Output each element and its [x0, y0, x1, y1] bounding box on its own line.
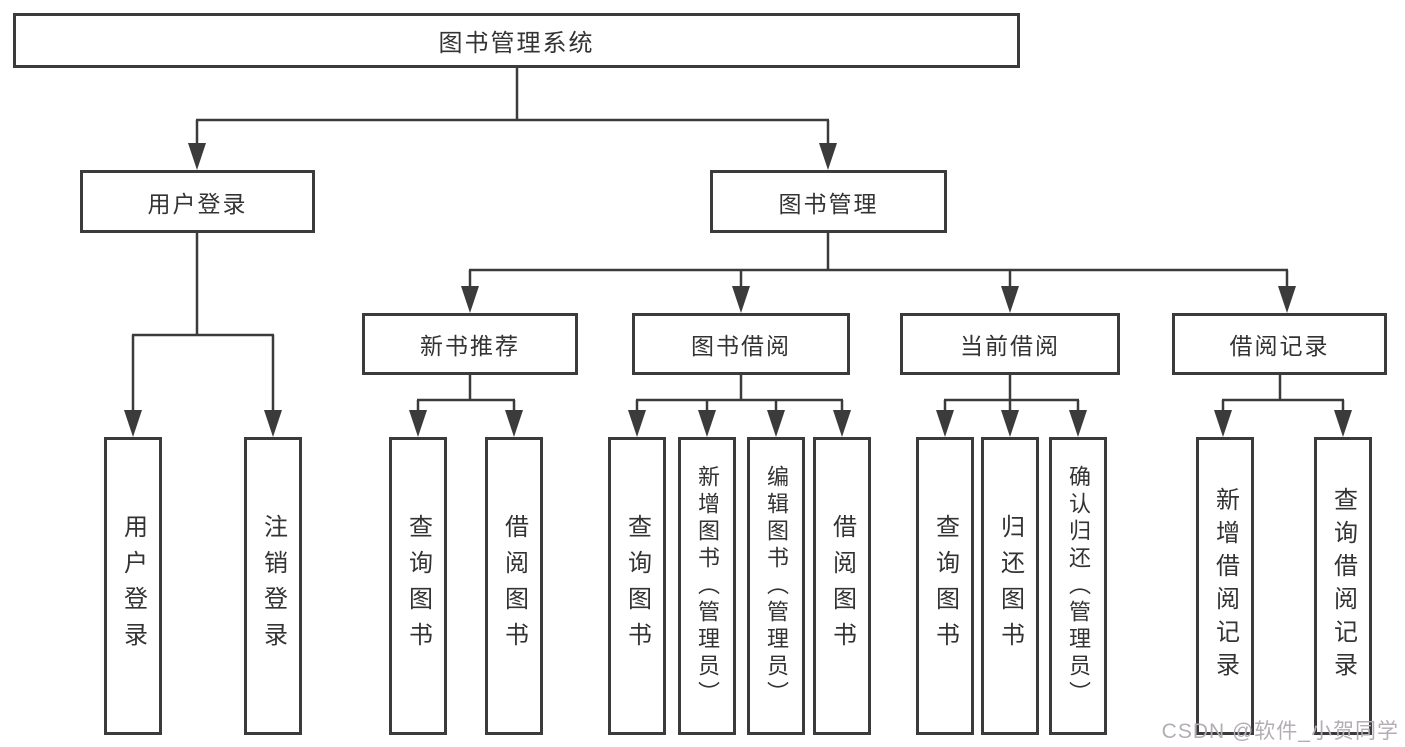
- leaf-return-books: 归还图书: [981, 437, 1039, 735]
- node-current-borrowing: 当前借阅: [900, 313, 1120, 375]
- leaf-add-book-admin: 新增图书（管理员）: [678, 437, 736, 735]
- node-user-login: 用户登录: [80, 170, 315, 233]
- leaf-confirm-return-admin: 确认归还（管理员）: [1049, 437, 1107, 735]
- leaf-user-login: 用户登录: [104, 437, 162, 735]
- node-borrowing-records: 借阅记录: [1172, 313, 1387, 375]
- leaf-query-books-recommend: 查询图书: [389, 437, 447, 735]
- leaf-borrow-books-recommend: 借阅图书: [485, 437, 543, 735]
- leaf-query-books-current: 查询图书: [916, 437, 974, 735]
- leaf-edit-book-admin: 编辑图书（管理员）: [747, 437, 805, 735]
- node-library-management-system: 图书管理系统: [13, 13, 1020, 68]
- leaf-borrow-books: 借阅图书: [813, 437, 871, 735]
- leaf-query-borrow-record: 查询借阅记录: [1314, 437, 1372, 735]
- leaf-query-books-borrowing: 查询图书: [608, 437, 666, 735]
- leaf-logout: 注销登录: [244, 437, 302, 735]
- node-new-book-recommendation: 新书推荐: [362, 313, 578, 375]
- node-book-management: 图书管理: [710, 170, 947, 233]
- node-book-borrowing: 图书借阅: [632, 313, 850, 375]
- leaf-add-borrow-record: 新增借阅记录: [1196, 437, 1254, 735]
- watermark: CSDN @软件_小贺同学: [1161, 720, 1399, 743]
